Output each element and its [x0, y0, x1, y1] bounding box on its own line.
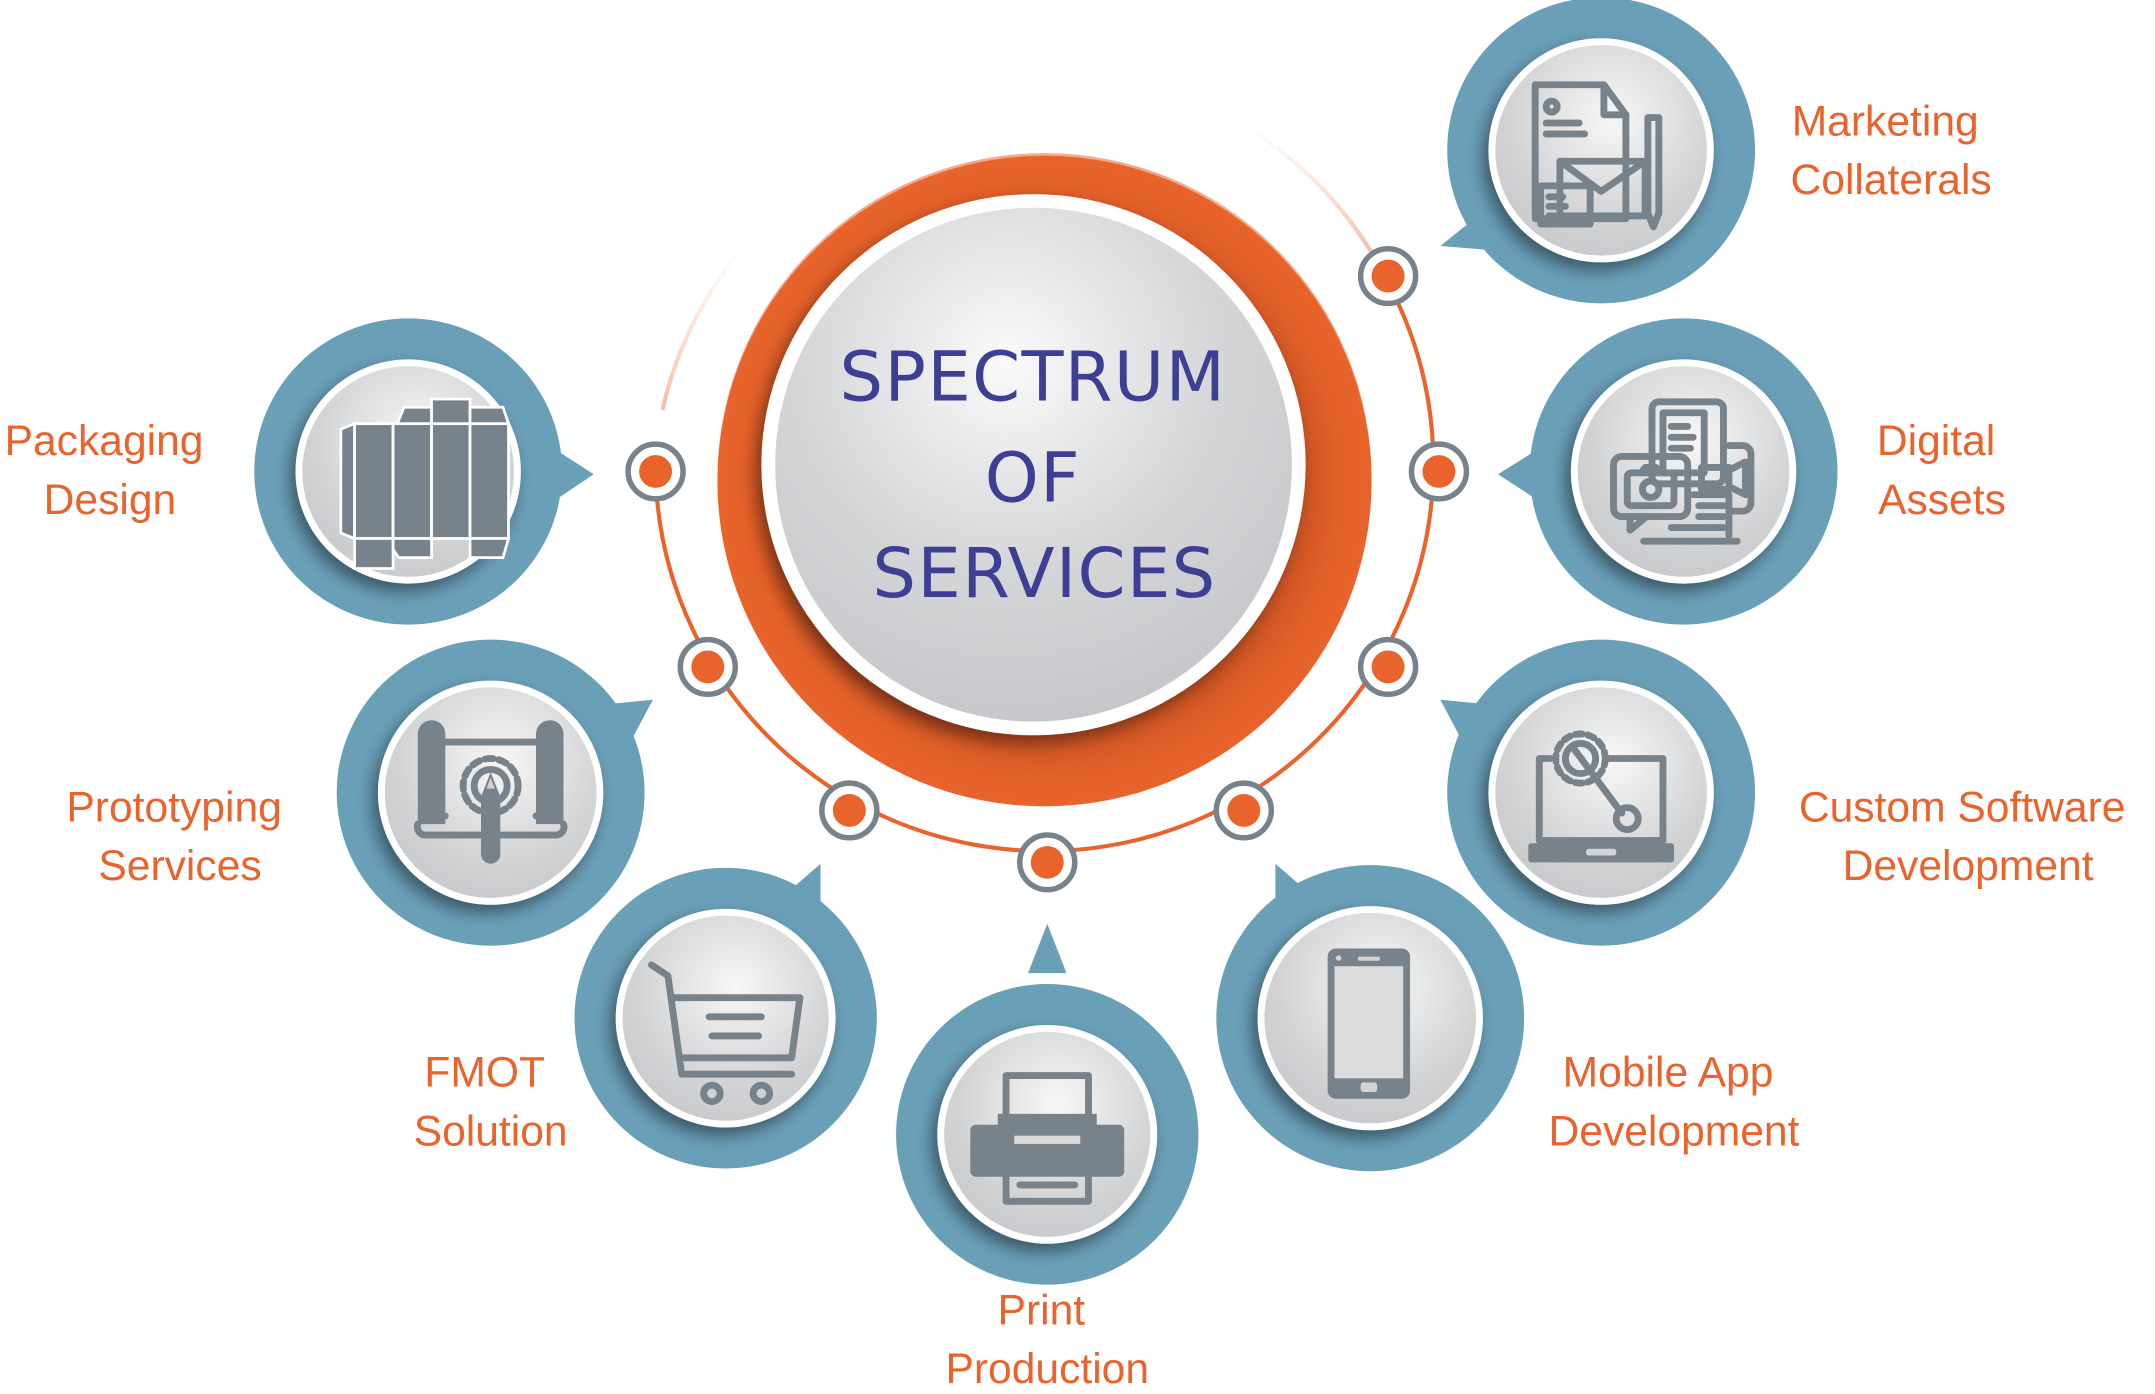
- service-label: Digital Assets: [1877, 418, 2007, 524]
- service-label: Custom Software Development: [1799, 784, 2137, 890]
- service-label: Mobile App Development: [1549, 1050, 1800, 1156]
- service-prototyping-services: Prototyping Services: [66, 639, 653, 946]
- orbit-nodes: [625, 246, 1470, 893]
- documents-envelope-pencil-icon: [1531, 81, 1663, 231]
- laptop-gear-wrench-icon: [1528, 730, 1674, 863]
- orbit-node: [1017, 832, 1078, 893]
- center-title: SPECTRUM OF SERVICES: [840, 338, 1250, 615]
- smartphone-icon: [1327, 948, 1411, 1099]
- orbit-node: [819, 780, 880, 841]
- orbit-node: [625, 441, 686, 502]
- decorative-arc-right: [1208, 104, 1377, 258]
- service-label: Prototyping Services: [66, 784, 293, 890]
- service-label: Print Production: [945, 1287, 1149, 1393]
- orbit-node: [1408, 441, 1470, 502]
- service-label: FMOT Solution: [414, 1050, 568, 1156]
- box-dieline-icon: [339, 397, 511, 570]
- service-mobile-app-development: Mobile App Development: [1216, 863, 1800, 1172]
- service-marketing-collaterals: Marketing Collaterals: [1440, 0, 1992, 304]
- service-label: Packaging Design: [5, 418, 216, 524]
- orbit-node: [677, 636, 739, 698]
- center-hub: SPECTRUM OF SERVICES: [717, 153, 1372, 807]
- orbit-node: [1213, 780, 1275, 841]
- service-packaging-design: Packaging Design: [5, 318, 594, 625]
- service-print-production: Print Production: [896, 923, 1199, 1393]
- service-custom-software-development: Custom Software Development: [1440, 639, 2137, 946]
- printer-icon: [970, 1072, 1125, 1205]
- service-digital-assets: Digital Assets: [1498, 318, 2007, 625]
- shopping-cart-icon: [648, 961, 804, 1105]
- service-fmot-solution: FMOT Solution: [414, 863, 877, 1169]
- orbit-node: [1357, 246, 1419, 307]
- blueprint-gear-pencil-icon: [413, 720, 568, 864]
- decorative-arc-left: [660, 217, 772, 411]
- service-label: Marketing Collaterals: [1791, 98, 1992, 204]
- orbit-node: [1357, 636, 1419, 698]
- media-camera-video-icon: [1610, 398, 1755, 545]
